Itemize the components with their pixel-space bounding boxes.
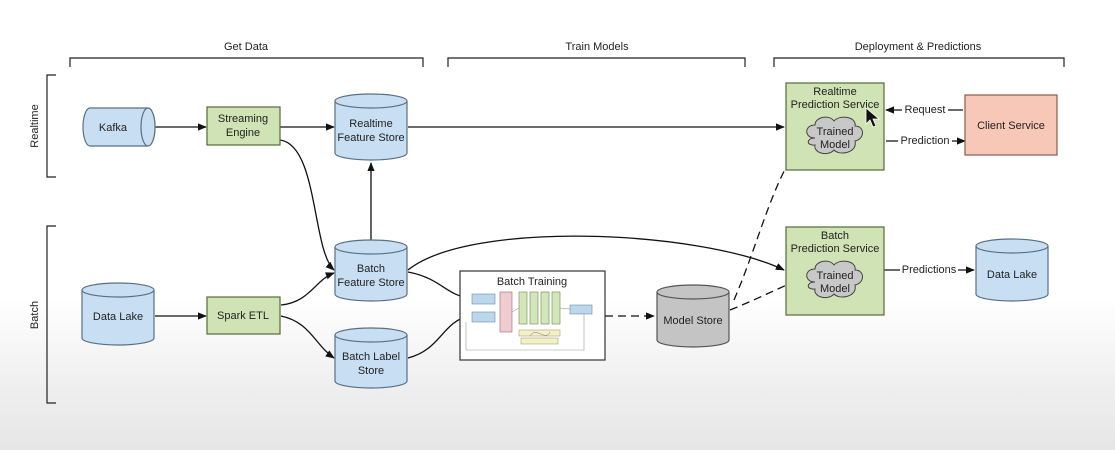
request-label-bg <box>902 103 948 116</box>
realtime-trained-model-label-2: Model <box>820 139 850 151</box>
section-train-models: Train Models <box>565 41 629 53</box>
realtime-feature-store-label-1: Realtime <box>349 118 392 130</box>
batch-prediction-service-label-1: Batch <box>821 230 849 242</box>
realtime-feature-store-node: Realtime Feature Store <box>334 93 408 161</box>
edge-spark-batch-store <box>280 272 335 306</box>
kafka-label: Kafka <box>99 122 128 134</box>
batch-label-store-label-2: Store <box>358 365 384 377</box>
client-service-label: Client Service <box>977 120 1045 132</box>
section-deployment: Deployment & Predictions <box>855 41 982 53</box>
batch-prediction-service-label-2: Prediction Service <box>791 243 880 255</box>
batch-training-label: Batch Training <box>497 276 567 288</box>
lane-batch-bracket <box>46 225 56 404</box>
mouse-cursor-icon <box>865 107 881 128</box>
training-pipeline-graphic <box>465 291 593 351</box>
streaming-engine-node: Streaming Engine <box>206 106 281 146</box>
predictions-label: Predictions <box>902 264 957 276</box>
edge-streaming-batch-store <box>279 139 335 271</box>
edge-batch-store-batch-service <box>407 235 785 271</box>
data-lake-label: Data Lake <box>93 311 143 323</box>
spark-etl-label: Spark ETL <box>217 310 269 322</box>
lane-realtime-label: Realtime <box>29 104 41 147</box>
streaming-engine-label-2: Engine <box>226 127 260 139</box>
edge-label-store-training <box>407 314 469 359</box>
realtime-feature-store-label-2: Feature Store <box>337 132 404 144</box>
realtime-prediction-service-label-2: Prediction Service <box>791 99 880 111</box>
model-store-label: Model Store <box>663 315 722 327</box>
batch-trained-model-label-2: Model <box>820 283 850 295</box>
predictions-label-bg <box>900 263 958 276</box>
section-get-data: Get Data <box>224 41 269 53</box>
batch-prediction-service-node: Batch Prediction Service Trained Model <box>785 226 885 316</box>
batch-training-node: Batch Training <box>459 270 606 361</box>
realtime-prediction-service-node: Realtime Prediction Service Trained Mode… <box>785 82 885 171</box>
batch-trained-model-cloud <box>806 260 863 299</box>
output-data-lake-label: Data Lake <box>987 269 1037 281</box>
section-deployment-bracket <box>773 57 1065 67</box>
batch-feature-store-label-2: Feature Store <box>337 277 404 289</box>
batch-feature-store-label-1: Batch <box>357 263 385 275</box>
streaming-engine-label-1: Streaming <box>218 113 268 125</box>
spark-etl-node: Spark ETL <box>206 296 281 335</box>
edge-spark-label-store <box>280 315 335 359</box>
realtime-trained-model-cloud <box>806 116 863 155</box>
lane-realtime-bracket <box>46 74 56 178</box>
batch-feature-store-node: Batch Feature Store <box>334 239 408 302</box>
prediction-label-bg <box>898 134 952 147</box>
realtime-trained-model-label-1: Trained <box>817 126 854 138</box>
output-data-lake-node: Data Lake <box>975 238 1049 302</box>
client-service-node: Client Service <box>964 94 1058 156</box>
prediction-label: Prediction <box>901 135 950 147</box>
request-label: Request <box>905 104 946 116</box>
data-lake-node: Data Lake <box>81 282 155 346</box>
lane-batch-label: Batch <box>29 301 41 329</box>
model-store-node: Model Store <box>656 284 730 348</box>
edge-batch-store-training <box>407 271 469 301</box>
realtime-prediction-service-label-1: Realtime <box>813 86 856 98</box>
section-train-models-bracket <box>447 57 746 67</box>
section-get-data-bracket <box>69 57 424 67</box>
batch-label-store-label-1: Batch Label <box>342 351 400 363</box>
kafka-node: Kafka <box>82 107 156 147</box>
batch-label-store-node: Batch Label Store <box>334 327 408 389</box>
batch-trained-model-label-1: Trained <box>817 270 854 282</box>
